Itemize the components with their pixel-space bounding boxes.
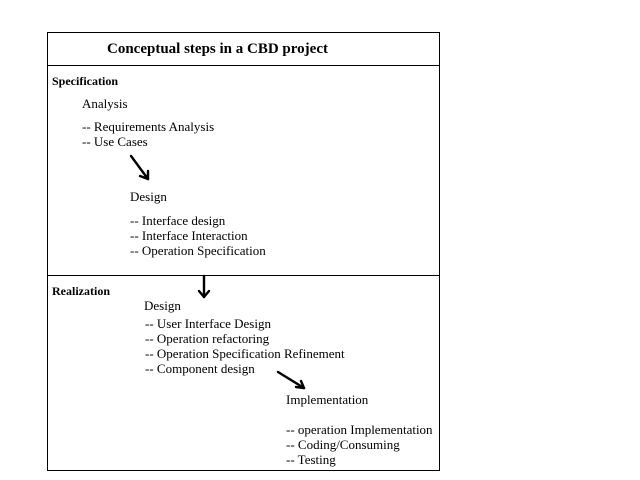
- analysis-list: -- Requirements Analysis -- Use Cases: [82, 119, 214, 149]
- analysis-heading: Analysis: [82, 96, 128, 111]
- list-item: -- Interface design: [130, 213, 226, 228]
- real-design-heading: Design: [144, 298, 181, 313]
- list-item: -- operation Implementation: [286, 422, 433, 437]
- title-divider: [48, 65, 439, 66]
- list-item: -- User Interface Design: [145, 316, 271, 331]
- list-item: -- Testing: [286, 452, 336, 467]
- spec-design-heading: Design: [130, 189, 167, 204]
- implementation-heading: Implementation: [286, 392, 369, 407]
- list-item: -- Coding/Consuming: [286, 437, 400, 452]
- diagram-frame: [47, 32, 440, 471]
- list-item: -- Component design: [145, 361, 255, 376]
- implementation-list: -- operation Implementation -- Coding/Co…: [286, 422, 433, 467]
- list-item: -- Use Cases: [82, 134, 148, 149]
- specification-label: Specification: [52, 74, 118, 88]
- spec-design-list: -- Interface design -- Interface Interac…: [130, 213, 266, 258]
- list-item: -- Operation Specification Refinement: [145, 346, 345, 361]
- realization-label: Realization: [52, 284, 110, 298]
- real-design-list: -- User Interface Design -- Operation re…: [145, 316, 345, 376]
- section-divider: [48, 275, 439, 276]
- list-item: -- Operation Specification: [130, 243, 266, 258]
- diagram-title: Conceptual steps in a CBD project: [107, 41, 328, 57]
- list-item: -- Interface Interaction: [130, 228, 248, 243]
- list-item: -- Requirements Analysis: [82, 119, 215, 134]
- list-item: -- Operation refactoring: [145, 331, 270, 346]
